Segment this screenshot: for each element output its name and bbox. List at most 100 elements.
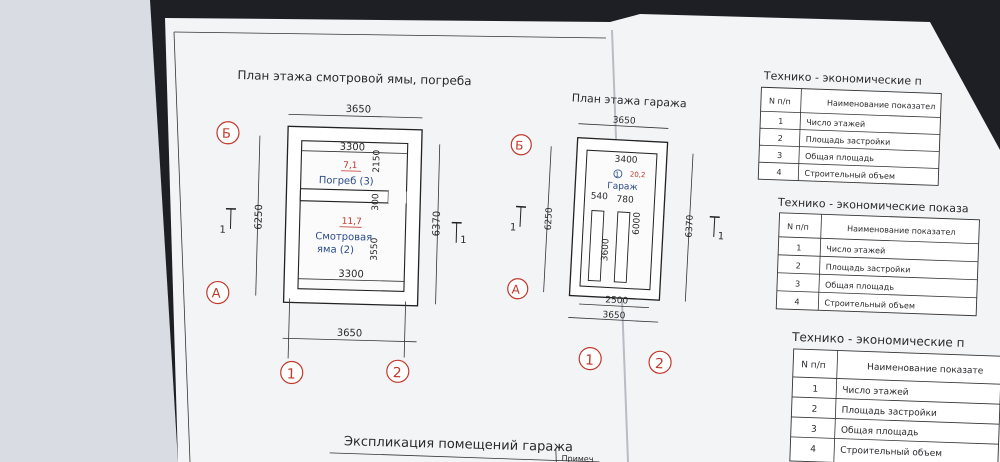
garage-room-number: 1 bbox=[615, 171, 620, 179]
dim-6370: 6370 bbox=[685, 214, 696, 238]
area-underline bbox=[339, 226, 362, 228]
room-cellar-area: 7,1 bbox=[343, 161, 358, 171]
table-grid bbox=[759, 144, 940, 152]
plan-pit-title: План этажа смотровой ямы, погреба bbox=[237, 68, 472, 88]
table-2-row-3-n: 3 bbox=[795, 279, 800, 288]
dim-line bbox=[282, 337, 417, 343]
table-2-row-4-label: Строительный объем bbox=[824, 298, 915, 310]
axis-b-marker bbox=[216, 121, 240, 145]
dim-line bbox=[579, 303, 649, 309]
dim-6250: 6250 bbox=[544, 207, 555, 231]
plan-pit: План этажа смотровой ямы, погреба 3650 3… bbox=[206, 68, 472, 385]
table-2-row-3-label: Общая площадь bbox=[825, 280, 895, 291]
table-grid bbox=[791, 416, 1000, 425]
explication-rule bbox=[329, 452, 600, 462]
dim-line bbox=[578, 123, 669, 129]
section-mark-line bbox=[455, 222, 458, 243]
dim-300: 300 bbox=[371, 193, 381, 211]
table-grid bbox=[792, 396, 1000, 405]
axis-a-label: А bbox=[511, 282, 521, 296]
table-3-row-1-label: Число этажей bbox=[842, 386, 909, 398]
table-1-row-1-label: Число этажей bbox=[806, 118, 865, 129]
table-2-row-2-label: Площадь застройки bbox=[826, 262, 911, 274]
table-grid bbox=[758, 161, 939, 169]
dim-6250: 6250 bbox=[253, 204, 265, 230]
axis-a-label: А bbox=[212, 286, 221, 301]
table-2-row-2-n: 2 bbox=[796, 261, 801, 270]
table-grid bbox=[759, 127, 940, 135]
axis-a-marker bbox=[507, 278, 529, 300]
table-grid bbox=[817, 214, 822, 311]
axis-2-label: 2 bbox=[655, 356, 665, 372]
pit-door-gap bbox=[388, 191, 407, 204]
explication-title: Экспликация помещений гаража bbox=[344, 434, 573, 455]
table-3-col2: Наименование показате bbox=[867, 363, 984, 377]
table-1-row-4-n: 4 bbox=[776, 168, 781, 177]
axis-1-label: 1 bbox=[585, 352, 595, 368]
axis-b-label: Б bbox=[222, 127, 231, 142]
tech-table-2: Технико - экономические показа N п/п Наи… bbox=[775, 196, 980, 317]
table-grid bbox=[777, 272, 978, 281]
dim-line bbox=[543, 146, 552, 293]
dim-line bbox=[255, 135, 261, 296]
axis-a-marker bbox=[206, 280, 230, 305]
explication-grid bbox=[555, 448, 557, 462]
dim-3650-bottom: 3650 bbox=[602, 310, 626, 321]
table-grid bbox=[797, 88, 802, 181]
table-1-row-3-n: 3 bbox=[777, 151, 782, 160]
table-grid bbox=[778, 254, 979, 263]
page-frame-left bbox=[173, 31, 191, 462]
dim-6000: 6000 bbox=[632, 212, 643, 236]
table-grid bbox=[833, 350, 839, 462]
table-grid bbox=[760, 110, 941, 118]
section-mark-line bbox=[519, 206, 522, 227]
table-1-row-4-label: Строительный объем bbox=[804, 169, 895, 181]
left-page bbox=[0, 0, 178, 462]
dim-2150: 2150 bbox=[372, 149, 383, 172]
dim-line bbox=[288, 113, 423, 119]
table-2-row-4-n: 4 bbox=[794, 297, 799, 306]
section-mark-right: 1 bbox=[460, 235, 467, 246]
axis-line bbox=[403, 301, 407, 358]
dim-line bbox=[435, 144, 441, 305]
section-mark-line bbox=[229, 208, 232, 229]
dim-2500: 2500 bbox=[605, 295, 629, 306]
table-3-title: Технико - экономические п bbox=[791, 330, 965, 350]
dim-540: 540 bbox=[590, 191, 608, 202]
table-3-row-2-label: Площадь застройки bbox=[841, 406, 937, 419]
axis-1-label: 1 bbox=[286, 366, 295, 382]
dim-line bbox=[568, 317, 659, 323]
plan-garage-title: План этажа гаража bbox=[571, 91, 686, 110]
table-grid bbox=[776, 290, 977, 299]
dim-3550: 3550 bbox=[370, 237, 381, 260]
table-grid bbox=[792, 376, 1000, 385]
table-2-col1: N п/п bbox=[787, 222, 809, 232]
dim-3300-bottom: 3300 bbox=[338, 269, 364, 281]
dim-3650-top: 3650 bbox=[345, 104, 371, 116]
dim-3300-top: 3300 bbox=[339, 142, 365, 154]
garage-room-area: 20,2 bbox=[630, 170, 646, 179]
dim-780: 780 bbox=[616, 195, 634, 206]
table-3-row-2-n: 2 bbox=[811, 405, 817, 415]
table-1-row-1-n: 1 bbox=[778, 117, 783, 126]
table-1-row-2-label: Площадь застройки bbox=[805, 135, 890, 147]
dim-line bbox=[301, 150, 408, 154]
area-underline bbox=[341, 170, 362, 172]
axis-2-label: 2 bbox=[393, 365, 402, 381]
dim-3400: 3400 bbox=[614, 155, 638, 166]
table-3-col1: N п/п bbox=[801, 360, 826, 371]
dim-3600: 3600 bbox=[600, 238, 611, 262]
dim-6370: 6370 bbox=[431, 211, 443, 237]
table-grid bbox=[790, 436, 999, 445]
pit-inner-wall bbox=[297, 140, 409, 293]
section-mark-left: 1 bbox=[510, 222, 517, 233]
table-2-row-1-label: Число этажей bbox=[826, 244, 885, 255]
dim-3650-top: 3650 bbox=[612, 116, 636, 127]
axis-2-marker bbox=[648, 350, 672, 374]
table-3-row-1-n: 1 bbox=[812, 385, 818, 395]
dim-3650-bottom: 3650 bbox=[337, 328, 363, 340]
table-3-row-3-n: 3 bbox=[811, 425, 817, 435]
room-pit-area: 11,7 bbox=[342, 217, 362, 228]
table-3-row-4-label: Строительный объем bbox=[840, 446, 942, 460]
